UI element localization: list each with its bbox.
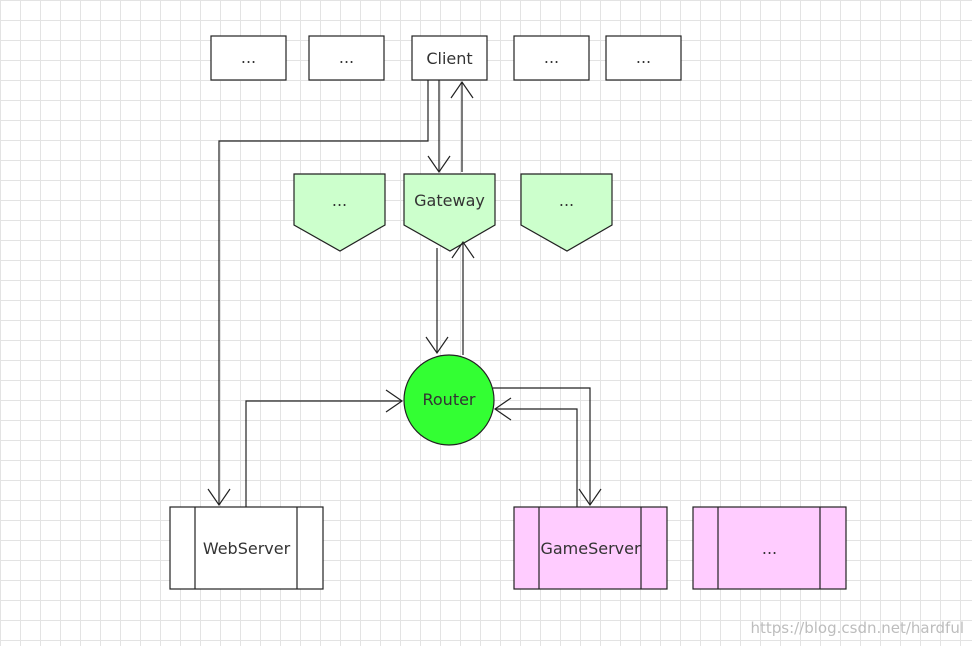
client-node-1[interactable]: ... bbox=[210, 35, 287, 81]
gateway-node-1-label: ... bbox=[332, 191, 347, 210]
edge-gateway-to-router bbox=[425, 248, 449, 355]
other-server-node-label: ... bbox=[762, 539, 777, 558]
webserver-node[interactable]: WebServer bbox=[169, 506, 324, 590]
client-node-4[interactable]: ... bbox=[513, 35, 590, 81]
client-node-5-label: ... bbox=[636, 48, 651, 67]
gameserver-node[interactable]: GameServer bbox=[513, 506, 668, 590]
router-node-label: Router bbox=[422, 390, 475, 409]
client-node-5[interactable]: ... bbox=[605, 35, 682, 81]
client-node-4-label: ... bbox=[544, 48, 559, 67]
edge-router-to-gameserver bbox=[493, 387, 602, 507]
edge-client-to-gateway bbox=[427, 80, 451, 174]
edge-gateway-to-client bbox=[450, 80, 474, 172]
edge-router-to-gateway bbox=[451, 240, 475, 355]
client-node-main[interactable]: Client bbox=[411, 35, 488, 81]
edge-gameserver-to-router bbox=[493, 397, 578, 507]
gateway-node-1[interactable]: ... bbox=[293, 173, 386, 252]
gateway-node-3-label: ... bbox=[559, 191, 574, 210]
gateway-node-main[interactable]: Gateway bbox=[403, 173, 496, 252]
client-node-2-label: ... bbox=[339, 48, 354, 67]
router-node[interactable]: Router bbox=[403, 354, 495, 446]
gameserver-node-label: GameServer bbox=[540, 539, 641, 558]
edge-webserver-to-router bbox=[245, 389, 404, 507]
watermark-text: https://blog.csdn.net/hardful bbox=[750, 619, 964, 637]
other-server-node[interactable]: ... bbox=[692, 506, 847, 590]
client-node-main-label: Client bbox=[426, 49, 472, 68]
webserver-node-label: WebServer bbox=[203, 539, 291, 558]
gateway-node-main-label: Gateway bbox=[414, 191, 485, 210]
edge-client-to-webserver bbox=[207, 80, 429, 507]
gateway-node-3[interactable]: ... bbox=[520, 173, 613, 252]
client-node-1-label: ... bbox=[241, 48, 256, 67]
client-node-2[interactable]: ... bbox=[308, 35, 385, 81]
